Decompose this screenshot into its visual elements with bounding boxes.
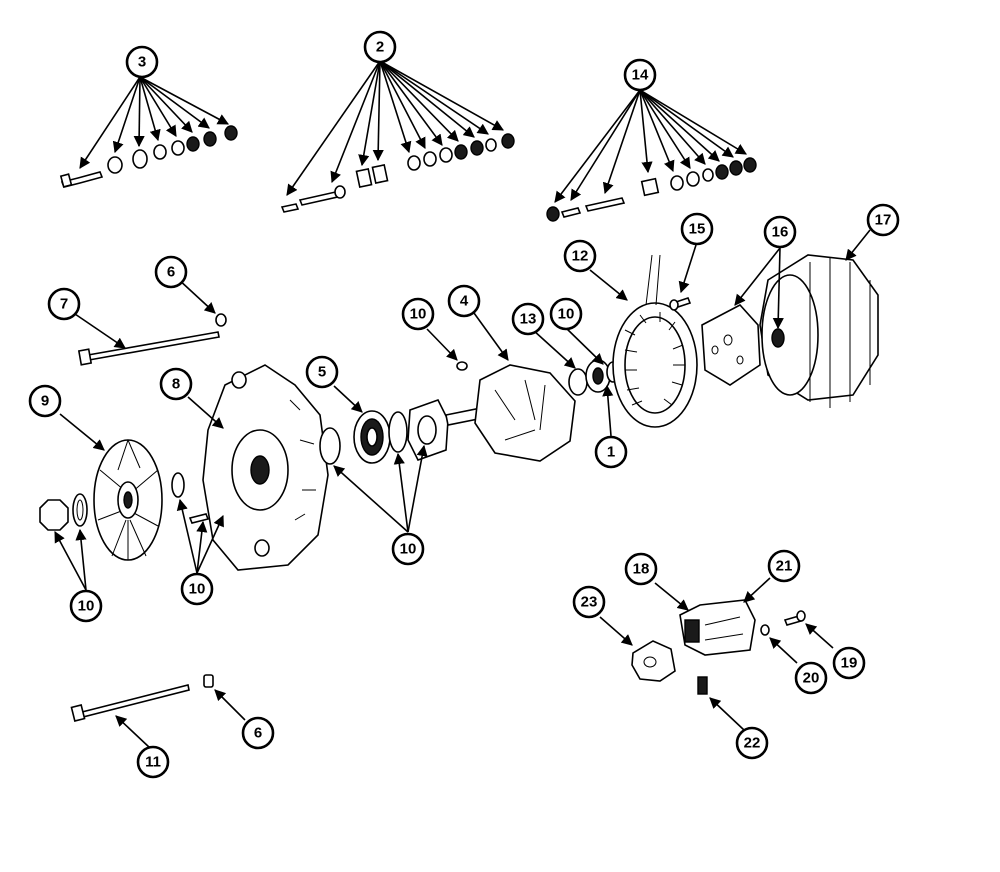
screw-15 xyxy=(669,297,692,311)
callout-6-lower: 6 xyxy=(241,716,275,750)
svg-text:5: 5 xyxy=(318,364,326,381)
regulator-18 xyxy=(679,599,756,656)
svg-text:8: 8 xyxy=(172,376,180,393)
nut-6-lower xyxy=(203,674,214,688)
callout-6-upper: 6 xyxy=(154,255,188,289)
callout-10-right: 10 xyxy=(549,297,583,331)
svg-text:21: 21 xyxy=(776,558,793,575)
rear-housing-17 xyxy=(759,254,879,408)
svg-text:1: 1 xyxy=(607,444,615,461)
svg-text:4: 4 xyxy=(460,293,469,310)
callout-15: 15 xyxy=(680,212,714,246)
svg-text:10: 10 xyxy=(78,598,95,615)
bearing-13 xyxy=(568,359,620,396)
svg-text:18: 18 xyxy=(633,561,650,578)
hardware-kit-2 xyxy=(280,133,515,213)
callout-1: 1 xyxy=(594,435,628,469)
callout-20: 20 xyxy=(794,661,828,695)
hardware-kit-3 xyxy=(59,125,238,188)
callout-13: 13 xyxy=(511,302,545,336)
brush-holder-23 xyxy=(631,640,676,682)
callout-11: 11 xyxy=(136,745,170,779)
callout-18: 18 xyxy=(624,552,658,586)
svg-text:13: 13 xyxy=(520,311,537,328)
svg-text:16: 16 xyxy=(772,224,789,241)
callout-19: 19 xyxy=(832,646,866,680)
callout-21: 21 xyxy=(767,549,801,583)
svg-text:10: 10 xyxy=(189,581,206,598)
svg-text:10: 10 xyxy=(400,541,417,558)
svg-text:7: 7 xyxy=(60,296,68,313)
fan-9 xyxy=(93,439,163,561)
callout-23: 23 xyxy=(572,585,606,619)
svg-text:17: 17 xyxy=(875,212,892,229)
svg-text:15: 15 xyxy=(689,221,706,238)
svg-text:20: 20 xyxy=(803,670,820,687)
svg-text:10: 10 xyxy=(410,306,427,323)
spring-22 xyxy=(697,676,708,695)
rectifier-16 xyxy=(701,304,761,386)
through-bolt-11 xyxy=(70,684,190,722)
leader-lines xyxy=(54,60,871,749)
callout-10-midleft: 10 xyxy=(180,572,214,606)
callout-17: 17 xyxy=(866,203,900,237)
svg-text:10: 10 xyxy=(558,306,575,323)
svg-text:19: 19 xyxy=(841,655,858,672)
svg-text:6: 6 xyxy=(167,264,175,281)
front-housing-8 xyxy=(202,364,329,571)
nut-6-upper xyxy=(215,313,227,327)
svg-text:3: 3 xyxy=(138,54,146,71)
callout-9: 9 xyxy=(28,384,62,418)
pulley-nut-washer xyxy=(39,493,88,531)
svg-text:11: 11 xyxy=(145,754,161,771)
callout-3: 3 xyxy=(125,45,159,79)
svg-text:2: 2 xyxy=(376,39,384,56)
callout-4: 4 xyxy=(447,284,481,318)
stator-12 xyxy=(612,254,698,428)
callout-12: 12 xyxy=(563,239,597,273)
hardware-kit-14 xyxy=(546,157,757,222)
svg-text:12: 12 xyxy=(572,248,589,265)
callout-10-center: 10 xyxy=(391,532,425,566)
rotor-4 xyxy=(445,361,576,462)
callout-5: 5 xyxy=(305,355,339,389)
callout-10-upper: 10 xyxy=(401,297,435,331)
callout-8: 8 xyxy=(159,367,193,401)
washer-20 xyxy=(760,624,770,636)
through-bolt-7 xyxy=(77,331,220,366)
svg-text:23: 23 xyxy=(581,594,598,611)
callout-14: 14 xyxy=(623,58,657,92)
callout-10-left: 10 xyxy=(69,589,103,623)
callout-22: 22 xyxy=(735,726,769,760)
svg-text:14: 14 xyxy=(632,67,649,84)
screw-19 xyxy=(783,610,806,626)
svg-text:6: 6 xyxy=(254,725,262,742)
callout-16: 16 xyxy=(763,215,797,249)
bearing-set-5 xyxy=(319,399,449,465)
callout-7: 7 xyxy=(47,287,81,321)
spacer xyxy=(171,472,185,498)
svg-text:22: 22 xyxy=(744,735,761,752)
callout-2: 2 xyxy=(363,30,397,64)
svg-text:9: 9 xyxy=(41,393,49,410)
